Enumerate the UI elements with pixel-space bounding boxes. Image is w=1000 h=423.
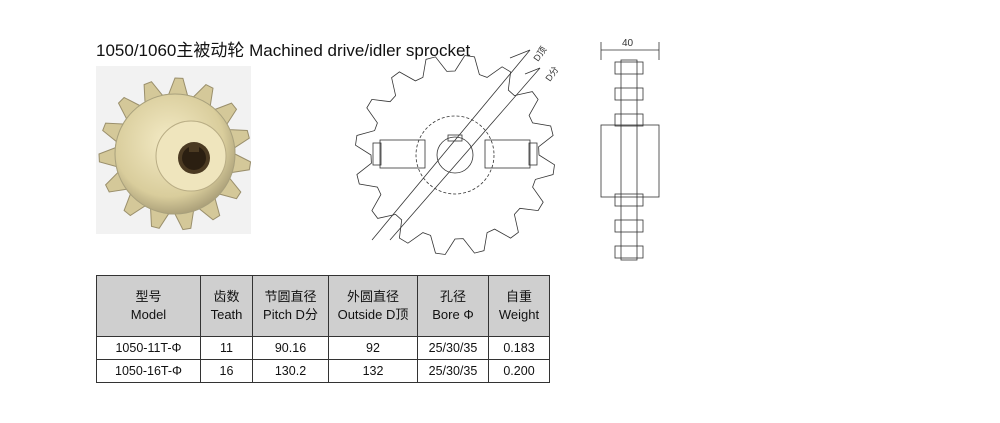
- cell-teeth: 16: [200, 359, 253, 383]
- pitch-diameter-label: D分: [543, 65, 560, 83]
- cell-outside: 132: [328, 359, 418, 383]
- cell-outside: 92: [328, 336, 418, 360]
- front-view-drawing: D顶 D分: [355, 45, 561, 255]
- sprocket-photo: [96, 66, 251, 234]
- side-teeth: [614, 61, 644, 259]
- cell-pitch: 90.16: [252, 336, 329, 360]
- cell-model: 1050-16T-Φ: [96, 359, 201, 383]
- page-title: 1050/1060主被动轮 Machined drive/idler sproc…: [96, 41, 471, 60]
- outside-diameter-label: D顶: [531, 45, 548, 63]
- width-dimension: 40: [622, 38, 634, 49]
- cell-weight: 0.200: [488, 359, 550, 383]
- table-row: 1050-11T-Φ 11 90.16 92 25/30/35 0.183: [96, 336, 550, 360]
- cell-bore: 25/30/35: [417, 359, 489, 383]
- cell-model: 1050-11T-Φ: [96, 336, 201, 360]
- cell-weight: 0.183: [488, 336, 550, 360]
- cell-bore: 25/30/35: [417, 336, 489, 360]
- cell-pitch: 130.2: [252, 359, 329, 383]
- cell-teeth: 11: [200, 336, 253, 360]
- side-view-drawing: 40: [600, 38, 660, 261]
- sprocket-outline: [355, 55, 555, 255]
- table-row: 1050-16T-Φ 16 130.2 132 25/30/35 0.200: [96, 359, 550, 383]
